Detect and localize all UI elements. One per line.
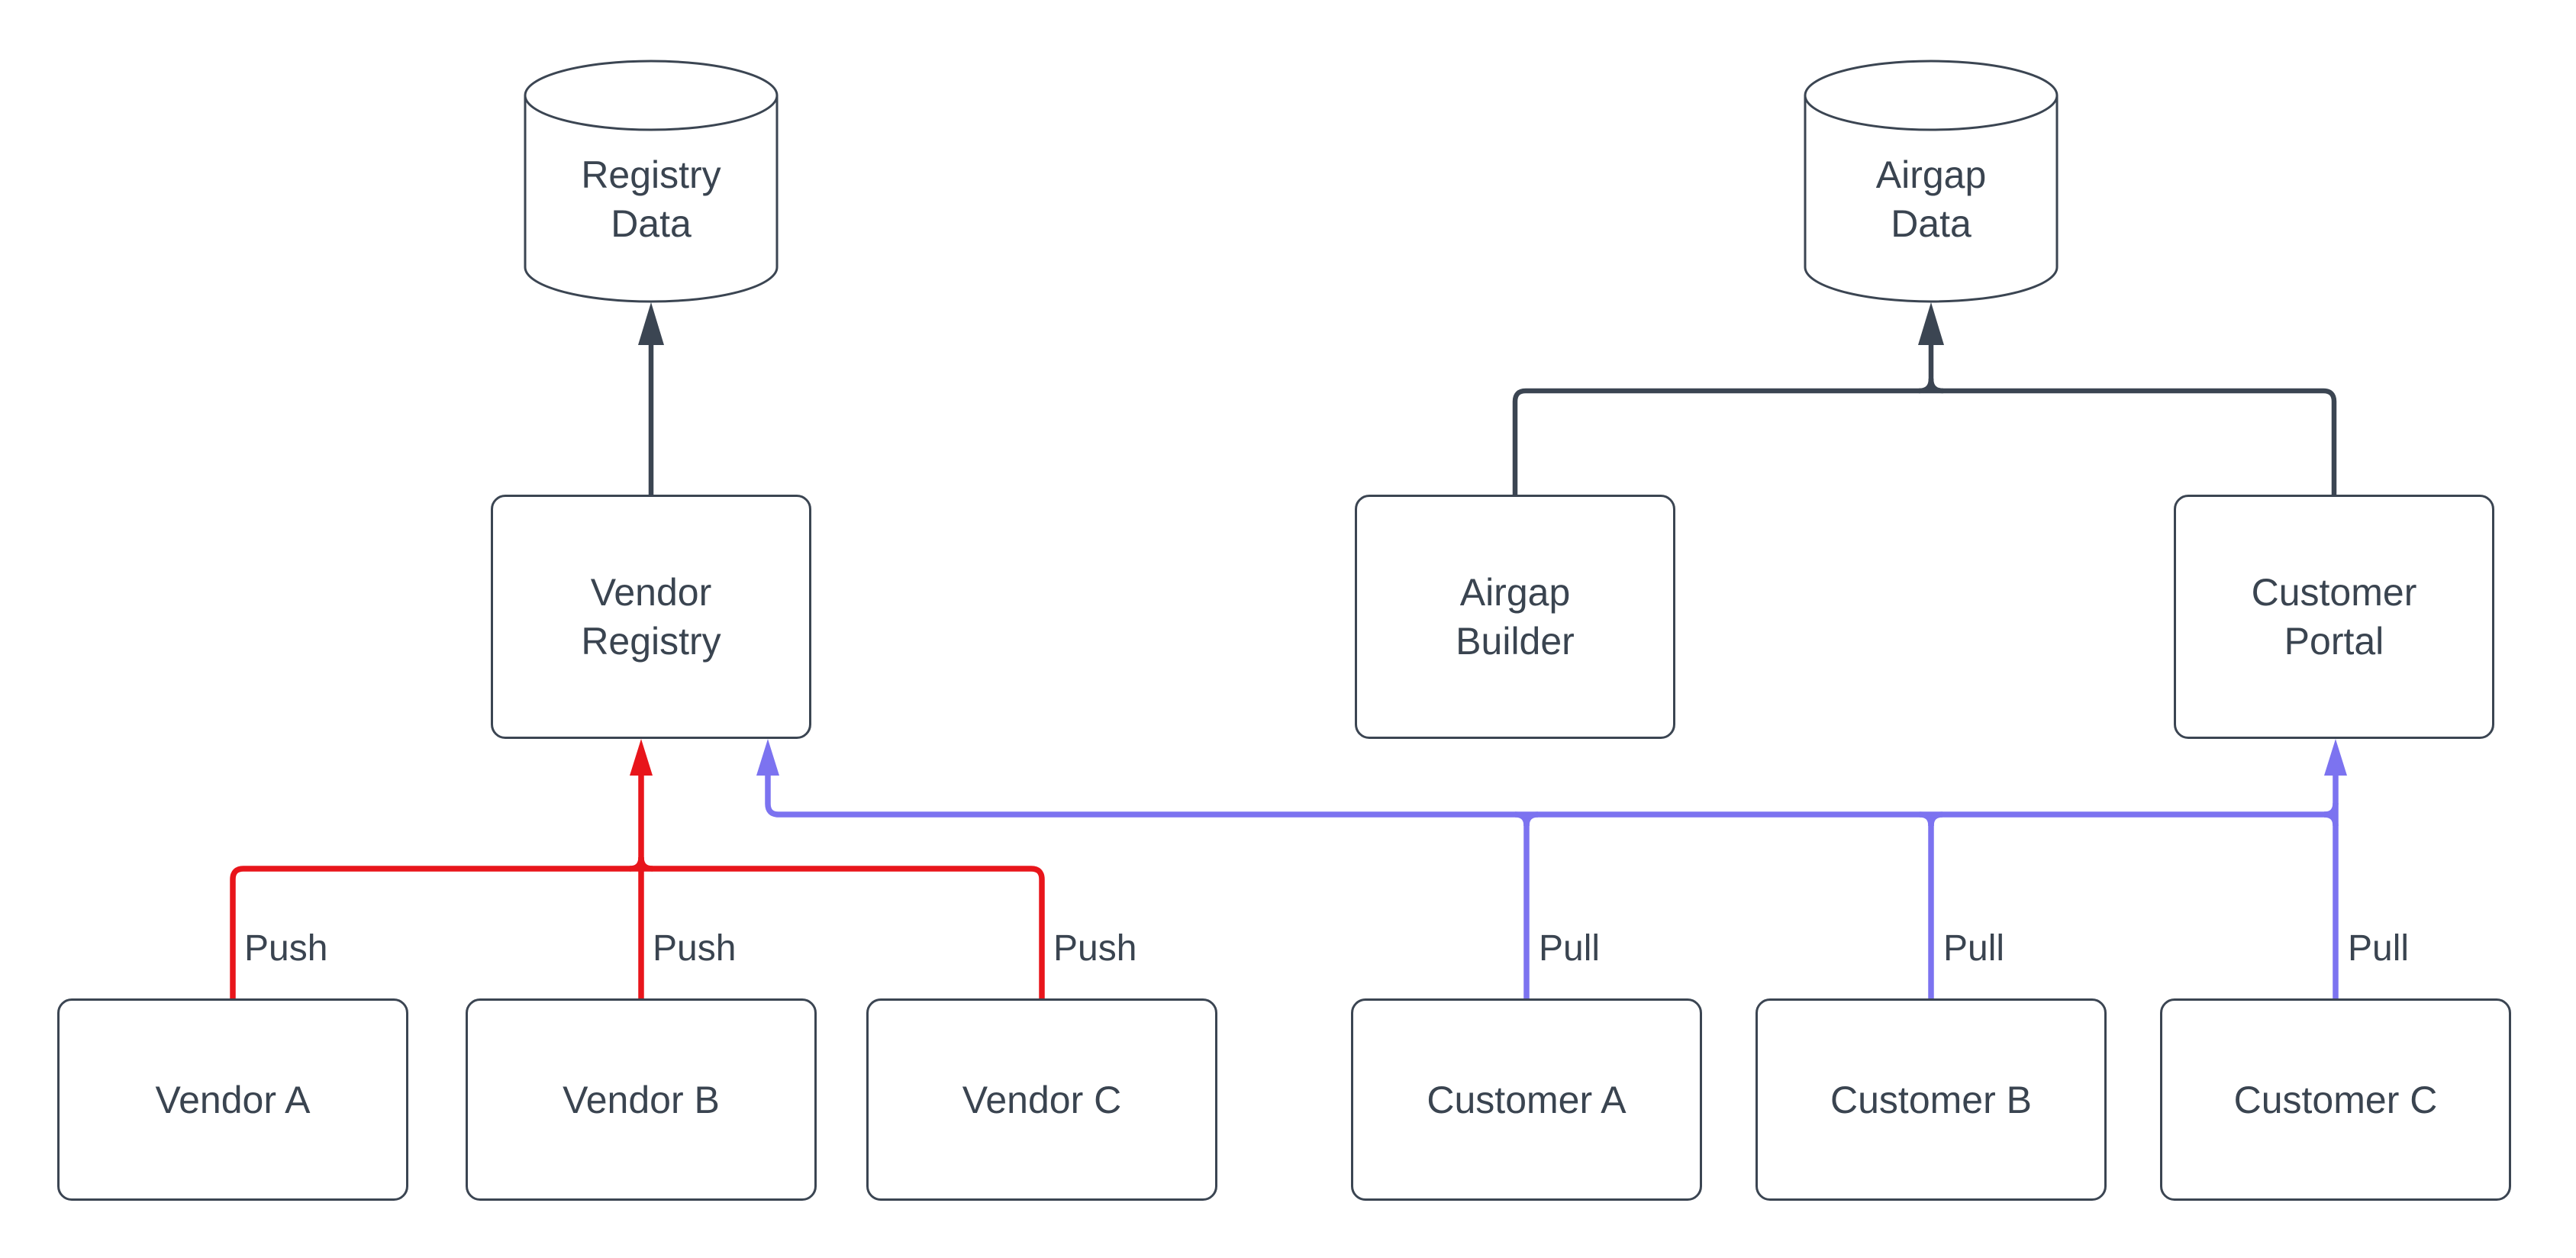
edge-label-pull-customer-b: Pull [1943, 928, 2005, 969]
node-label: Airgap Data [1875, 153, 1987, 245]
edge-label-push-vendor-a: Push [244, 928, 328, 969]
junction-fillet-pull-b-right [1928, 811, 1943, 827]
node-label: Vendor B [563, 1078, 720, 1121]
node-airgap-data: Airgap Data [1805, 61, 2057, 302]
node-vendor-b: Vendor B [466, 998, 817, 1201]
edge-label-pull-customer-a: Pull [1539, 928, 1601, 969]
edge-builder-portal-trunk [1512, 388, 2337, 495]
junction-fillet-push-right [638, 856, 653, 872]
node-label: Vendor C [962, 1078, 1122, 1121]
node-customer-portal: Customer Portal [2174, 495, 2494, 739]
edge-label-push-vendor-b: Push [653, 928, 737, 969]
node-customer-c: Customer C [2160, 998, 2511, 1201]
node-registry-data: Registry Data [525, 61, 777, 302]
node-label: Registry Data [581, 153, 721, 245]
arrowhead-pull-customer-portal [2324, 739, 2347, 776]
database-shape-airgap-data [1804, 60, 2059, 303]
arrowhead-registry-data [638, 302, 664, 345]
junction-fillet-dark-right [1928, 378, 1944, 394]
node-label: Customer C [2233, 1078, 2438, 1121]
node-vendor-registry: Vendor Registry [491, 495, 811, 739]
node-customer-a: Customer A [1351, 998, 1702, 1201]
database-shape-registry-data [524, 60, 779, 303]
node-label: Customer B [1830, 1078, 2032, 1121]
edge-push-bus [230, 866, 1045, 998]
node-vendor-c: Vendor C [866, 998, 1217, 1201]
arrowhead-push-vendor-registry [630, 739, 653, 776]
junction-fillet-pull-a-right [1523, 811, 1539, 827]
edge-label-push-vendor-c: Push [1053, 928, 1137, 969]
node-vendor-a: Vendor A [57, 998, 408, 1201]
node-label: Vendor A [155, 1078, 311, 1121]
node-label: Airgap Builder [1456, 571, 1575, 663]
edge-pull-bus [765, 774, 2336, 818]
junction-fillet-pull-c-down [2323, 811, 2339, 827]
node-airgap-builder: Airgap Builder [1355, 495, 1675, 739]
node-label: Customer A [1427, 1078, 1627, 1121]
node-customer-b: Customer B [1755, 998, 2107, 1201]
arrowhead-pull-vendor-registry [756, 739, 779, 776]
arrowhead-airgap-data [1918, 302, 1944, 345]
node-label: Customer Portal [2251, 571, 2417, 663]
edge-label-pull-customer-c: Pull [2348, 928, 2410, 969]
node-label: Vendor Registry [581, 571, 721, 663]
